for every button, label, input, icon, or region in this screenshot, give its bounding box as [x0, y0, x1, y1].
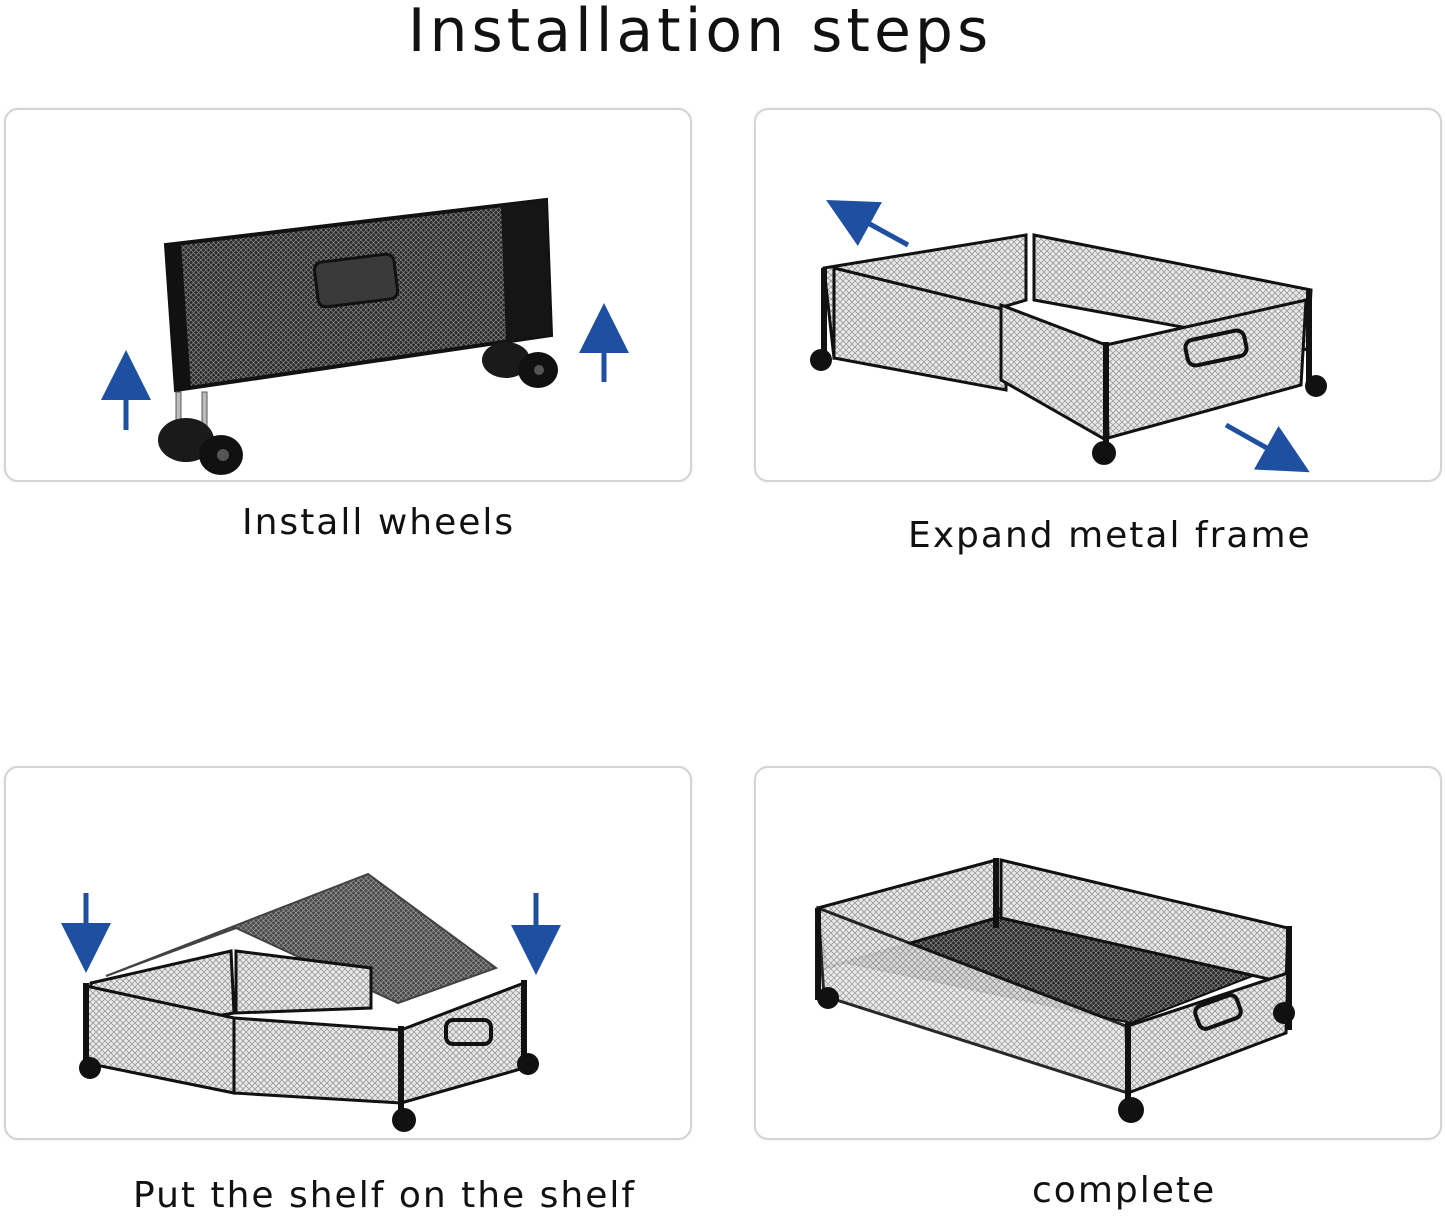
page-title: Installation steps: [407, 0, 993, 66]
arrow-diagonal-icon: [1224, 422, 1310, 473]
step-4-panel: [754, 766, 1442, 1140]
wheels-install-illustration: [101, 197, 629, 475]
step-4-caption: complete: [1032, 1170, 1217, 1211]
step-3-panel: [4, 766, 692, 1140]
assembled-organizer-illustration: [815, 858, 1295, 1123]
step-2-caption: Expand metal frame: [908, 515, 1312, 556]
step-1-panel: [4, 108, 692, 482]
shelf-insert-illustration: [61, 872, 561, 1132]
step-3-caption: Put the shelf on the shelf: [133, 1175, 637, 1216]
step-2-panel: [754, 108, 1442, 482]
frame-expand-illustration: [810, 199, 1327, 473]
step-1-caption: Install wheels: [242, 502, 516, 543]
arrow-diagonal-icon: [826, 199, 910, 248]
